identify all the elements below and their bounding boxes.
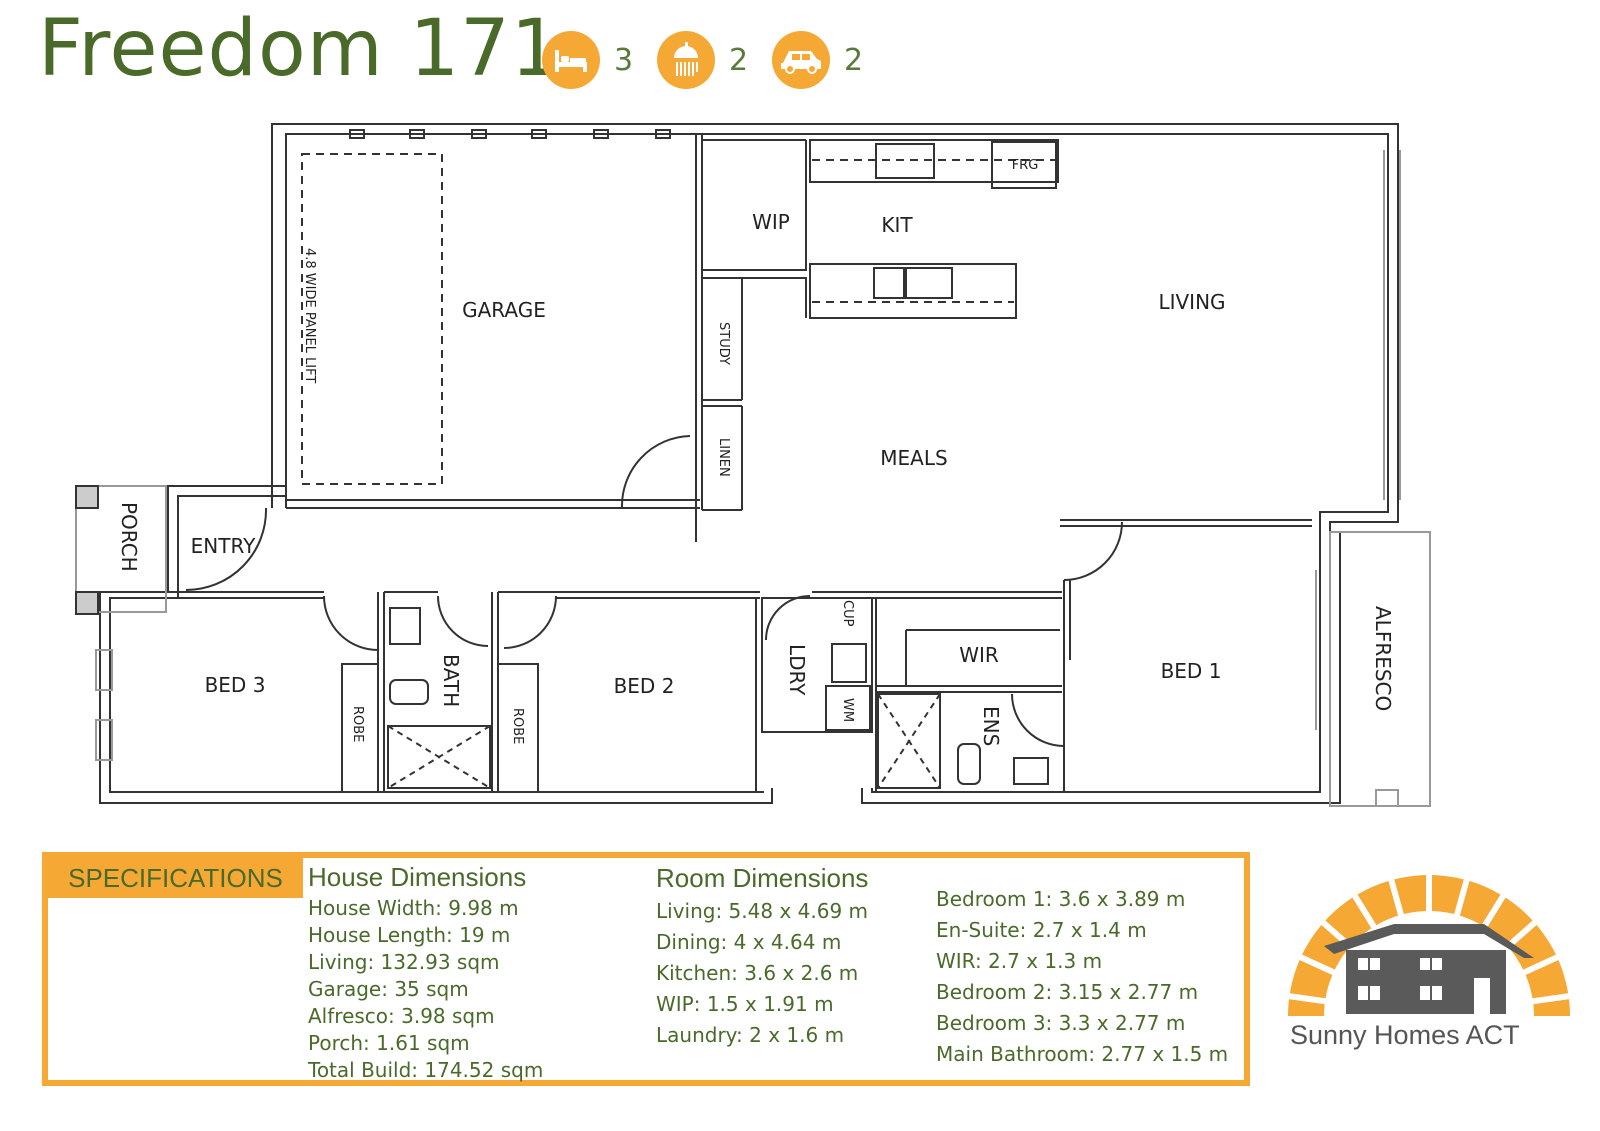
house-dimensions: House Dimensions House Width: 9.98 m Hou… xyxy=(308,862,543,1084)
room-living: LIVING xyxy=(1158,290,1225,314)
spec-line: Porch: 1.61 sqm xyxy=(308,1031,470,1055)
spec-line: Total Build: 174.52 sqm xyxy=(308,1058,544,1082)
fridge-label: FRG xyxy=(1012,158,1039,173)
outer-wall-left xyxy=(99,485,773,804)
spec-line: Bedroom 3: 3.3 x 2.77 m xyxy=(936,1011,1186,1035)
shower-icon xyxy=(657,31,715,89)
specifications-panel: SPECIFICATIONS xyxy=(42,852,1250,1086)
sunny-homes-logo xyxy=(1287,860,1571,1019)
spec-line: Garage: 35 sqm xyxy=(308,977,469,1001)
spec-line: Living: 5.48 x 4.69 m xyxy=(656,899,869,923)
car-count-value: 2 xyxy=(844,42,864,78)
spec-line: Laundry: 2 x 1.6 m xyxy=(656,1023,845,1047)
room-entry: ENTRY xyxy=(191,534,256,558)
room-ensuite: ENS xyxy=(979,706,1003,746)
bed-icon xyxy=(542,31,600,89)
car-icon xyxy=(772,31,830,89)
specifications-tab: SPECIFICATIONS xyxy=(48,858,303,898)
room-bed2: BED 2 xyxy=(614,674,675,698)
bedroom-count-value: 3 xyxy=(614,42,634,78)
bathroom-count-value: 2 xyxy=(729,42,749,78)
room-laundry: LDRY xyxy=(785,644,809,696)
page-title: Freedom 171 xyxy=(38,4,562,94)
spec-line: Main Bathroom: 2.77 x 1.5 m xyxy=(936,1042,1229,1066)
logo-name: Sunny Homes ACT xyxy=(1290,1020,1520,1050)
spec-line: Alfresco: 3.98 sqm xyxy=(308,1004,495,1028)
room-linen: LINEN xyxy=(716,438,731,477)
room-alfresco: ALFRESCO xyxy=(1371,606,1395,711)
room-kitchen: KIT xyxy=(881,213,913,237)
spec-line: Kitchen: 3.6 x 2.6 m xyxy=(656,961,859,985)
robe-bed3: ROBE xyxy=(350,706,365,742)
spec-line: En-Suite: 2.7 x 1.4 m xyxy=(936,918,1147,942)
garage-door-label: 4.8 WIDE PANEL LIFT xyxy=(302,248,317,383)
room-garage: GARAGE xyxy=(462,298,546,322)
house-dimensions-heading: House Dimensions xyxy=(308,862,527,892)
room-bed3: BED 3 xyxy=(205,673,266,697)
spec-line: Living: 132.93 sqm xyxy=(308,950,500,974)
room-dimensions-continued: Bedroom 1: 3.6 x 3.89 m En-Suite: 2.7 x … xyxy=(936,884,1228,1070)
robe-bed2: ROBE xyxy=(510,708,525,744)
outer-wall-inner xyxy=(285,133,1389,793)
room-study: STUDY xyxy=(716,322,731,365)
spec-line: Dining: 4 x 4.64 m xyxy=(656,930,842,954)
room-wir: WIR xyxy=(959,643,999,667)
room-bath: BATH xyxy=(439,654,463,707)
spec-line: House Length: 19 m xyxy=(308,923,511,947)
spec-line: WIP: 1.5 x 1.91 m xyxy=(656,992,834,1016)
room-dimensions: Room Dimensions Living: 5.48 x 4.69 m Di… xyxy=(656,863,868,1051)
spec-line: Bedroom 2: 3.15 x 2.77 m xyxy=(936,980,1199,1004)
room-wip: WIP xyxy=(752,210,790,234)
bathroom-count: 2 xyxy=(657,30,748,90)
spec-line: Bedroom 1: 3.6 x 3.89 m xyxy=(936,887,1186,911)
room-bed1: BED 1 xyxy=(1161,659,1222,683)
washing-machine-label: WM xyxy=(840,698,855,722)
bedroom-count: 3 xyxy=(542,30,633,90)
room-meals: MEALS xyxy=(880,446,947,470)
outer-wall xyxy=(271,123,1399,804)
room-dimensions-heading: Room Dimensions xyxy=(656,863,869,893)
car-count: 2 xyxy=(772,30,863,90)
cupboard-label: CUP xyxy=(840,600,855,627)
spec-line: WIR: 2.7 x 1.3 m xyxy=(936,949,1103,973)
spec-line: House Width: 9.98 m xyxy=(308,896,519,920)
room-porch: PORCH xyxy=(117,502,141,572)
